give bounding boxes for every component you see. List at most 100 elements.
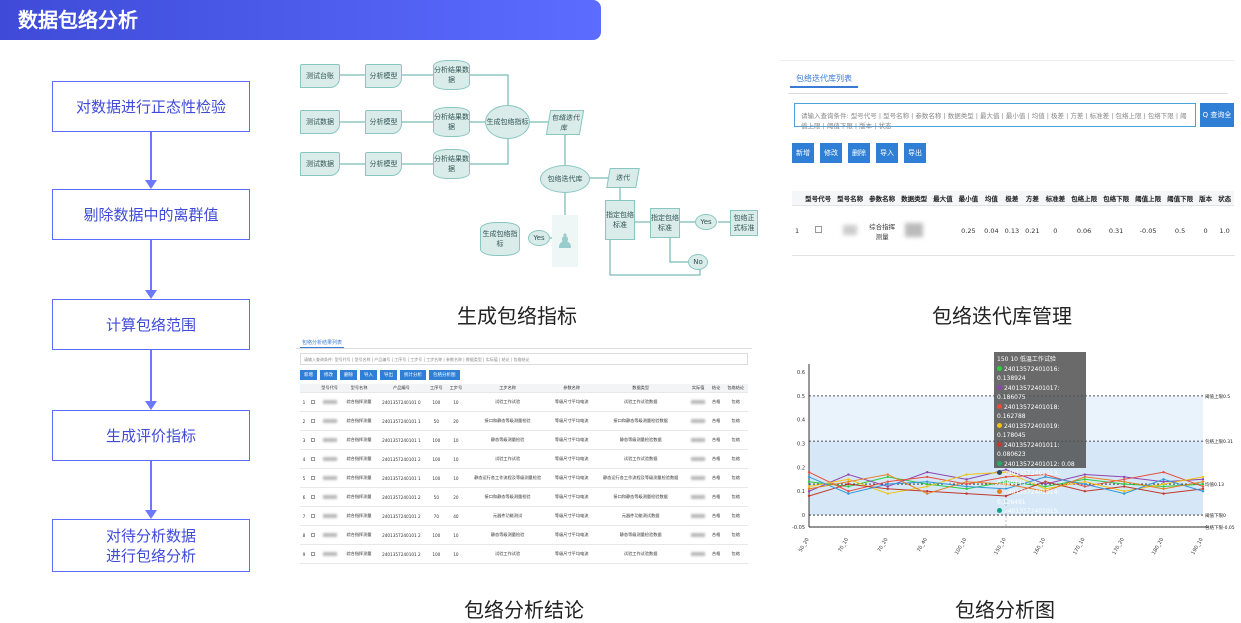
cell: 等级尺寸平均电流 <box>549 506 594 526</box>
cell <box>317 525 342 545</box>
y-tick-label: 0 <box>802 513 805 519</box>
person-icon: ♟ <box>556 229 574 253</box>
cell: 3 <box>300 430 308 450</box>
delete-button[interactable]: 删除 <box>848 143 870 163</box>
cell[interactable] <box>307 487 318 507</box>
edit-button[interactable]: 修改 <box>820 143 842 163</box>
cell: 100 <box>426 392 447 412</box>
x-tick-label: 70_20 <box>877 537 890 553</box>
col-header: 结论 <box>708 384 724 393</box>
data-point <box>1201 478 1205 481</box>
col-header: 实际值 <box>687 384 709 393</box>
cell[interactable] <box>307 525 318 545</box>
data-point <box>807 475 811 479</box>
data-point <box>1083 478 1086 481</box>
add-button[interactable]: 新增 <box>792 143 814 163</box>
stats-button[interactable]: 统计分析 <box>400 370 426 380</box>
data-point <box>1162 482 1165 486</box>
result-search-input[interactable]: 请输入查询条件: 型号代号 | 型号名称 | 产品编号 | 工序号 | 工步号 … <box>300 353 748 365</box>
tooltip-item: 24013572401017: 0.186075 <box>997 384 1083 403</box>
cell: 1.0 <box>1215 205 1235 256</box>
caption-gen-index: 生成包络指标 <box>457 304 577 328</box>
data-point <box>807 480 811 483</box>
tooltip-label: 24013572401015: 0.114018 <box>997 508 1060 525</box>
cell[interactable] <box>307 506 318 526</box>
cell: 1 <box>792 205 803 256</box>
status-badge[interactable] <box>1234 205 1235 256</box>
cell: 包络 <box>723 468 748 488</box>
legend-dot <box>997 470 1002 475</box>
threshold-label: 阈值下限0 <box>1205 512 1226 519</box>
delete-button[interactable]: 删除 <box>340 370 357 380</box>
data-point <box>1044 487 1047 491</box>
col-header: 阈值上限 <box>1132 191 1165 206</box>
cell[interactable] <box>307 430 318 450</box>
cell: 50 <box>426 487 447 507</box>
cell[interactable] <box>307 392 318 412</box>
chart-button[interactable]: 包络分析图 <box>429 370 460 380</box>
cell <box>687 544 709 564</box>
cell: 包络 <box>723 449 748 469</box>
table-row[interactable]: 1 综合指挥测量 0.25 0.04 0.13 0.21 0 0.06 0.31… <box>792 205 1235 256</box>
threshold-label: 包络下限-0.05 <box>1205 524 1235 531</box>
cell <box>930 205 956 256</box>
tooltip-label: 24013572401014: 0.126491 <box>997 489 1060 506</box>
col-header: 均值 <box>981 191 1002 206</box>
cell[interactable] <box>307 468 318 488</box>
search-input[interactable]: 请输入查询条件: 型号代号 | 型号名称 | 参数名称 | 数据类型 | 最大值… <box>794 103 1196 130</box>
col-header: 包络下限 <box>1100 191 1133 206</box>
search-button[interactable]: Q 查询全部 <box>1200 103 1234 143</box>
flow-node-model: 分析模型 <box>365 64 402 88</box>
cell: 综合指挥测量 <box>341 525 377 545</box>
tooltip-item: 24013572401019: 0.178045 <box>997 422 1083 441</box>
legend-dot <box>997 365 1002 371</box>
row-checkbox[interactable] <box>802 205 835 256</box>
tooltip-label: 24013572401018: 0.162788 <box>997 403 1060 421</box>
cell: 0.21 <box>1022 205 1043 256</box>
y-tick-label: 0.2 <box>797 465 805 471</box>
col-header: 最大值 <box>930 191 956 206</box>
cell[interactable] <box>307 449 318 469</box>
cell: 包络 <box>723 487 748 507</box>
cell[interactable] <box>307 411 318 431</box>
cell: 10 <box>446 468 466 488</box>
cell: 100 <box>426 430 447 450</box>
data-point <box>965 478 968 481</box>
result-toolbar: 新增 修改 删除 导入 导出 统计分析 包络分析图 <box>300 370 460 380</box>
import-button[interactable]: 导入 <box>360 370 377 380</box>
import-button[interactable]: 导入 <box>876 143 898 163</box>
data-point <box>1162 492 1165 495</box>
data-point <box>1162 470 1165 474</box>
data-point <box>1083 480 1086 483</box>
tooltip-label: 24013572401013: 0.089443 <box>997 470 1060 487</box>
result-table: 型号代号型号名称产品编号工序号工步号工步名称参数名称数据类型实际值结论包络结论 … <box>300 384 748 564</box>
flow-node-iterate: 迭代 <box>606 168 640 188</box>
tab-iteration-list[interactable]: 包络迭代库列表 <box>790 71 858 88</box>
flow-arrow <box>146 461 156 519</box>
cell[interactable] <box>307 544 318 564</box>
export-button[interactable]: 导出 <box>904 143 926 163</box>
data-point <box>965 487 968 491</box>
cell: 5 <box>300 468 308 488</box>
data-point <box>847 478 850 481</box>
cell: -0.05 <box>1132 205 1165 256</box>
cell: 合格 <box>708 487 724 507</box>
tab-result-list[interactable]: 包络分析结果列表 <box>300 340 345 348</box>
add-button[interactable]: 新增 <box>300 370 317 380</box>
data-point <box>926 482 929 486</box>
data-point <box>886 480 889 483</box>
table-header-row: 型号代号 型号名称 参数名称 数据类型 最大值 最小值 均值 极差 方差 标准差… <box>792 191 1235 206</box>
export-button[interactable]: 导出 <box>380 370 397 380</box>
edit-button[interactable]: 修改 <box>320 370 337 380</box>
data-point <box>886 492 889 495</box>
